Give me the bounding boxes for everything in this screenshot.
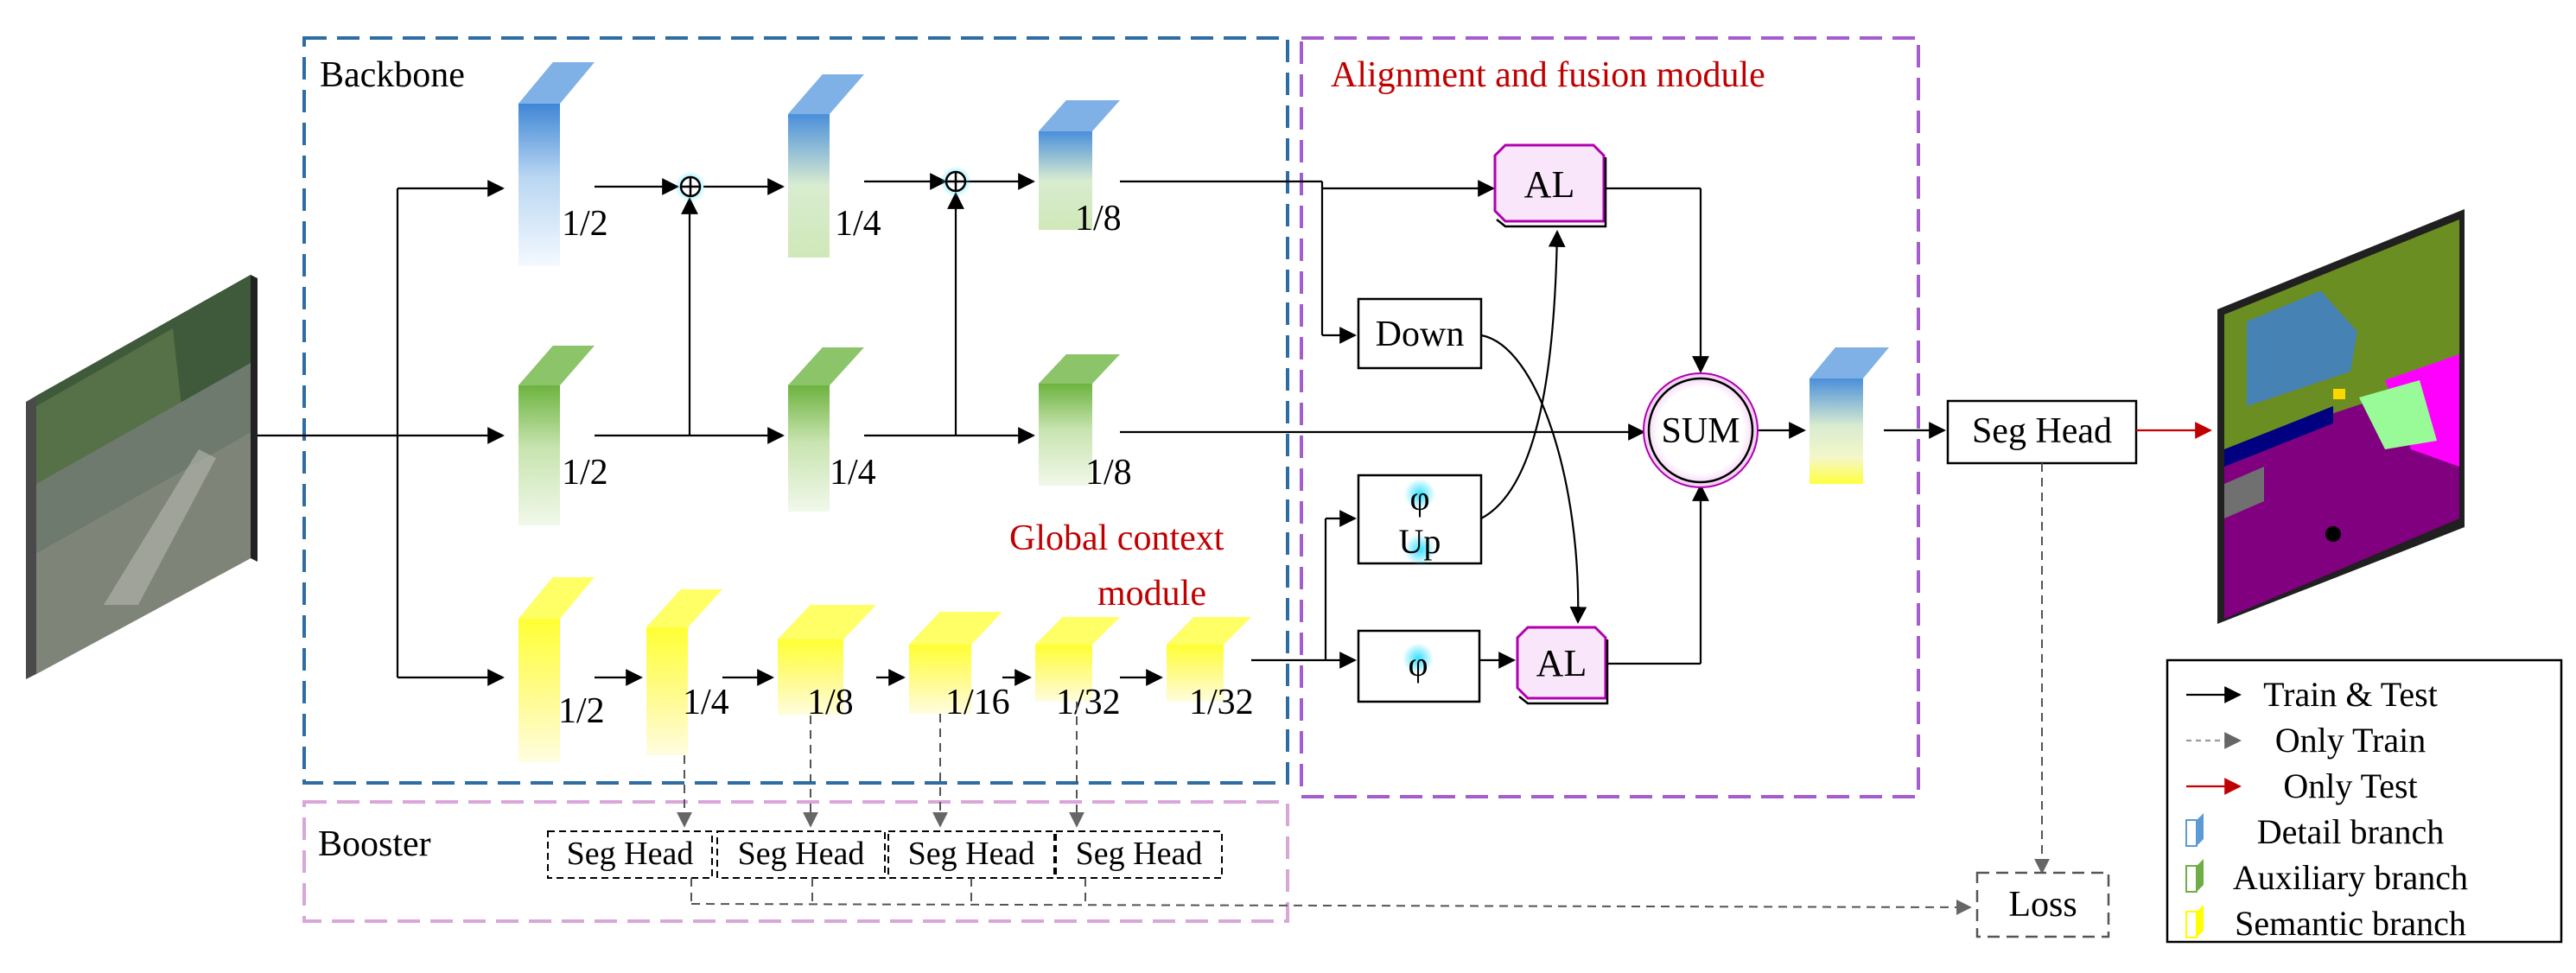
al-bottom-label: AL <box>1536 642 1587 684</box>
booster-head-1-label: Seg Head <box>567 836 694 872</box>
semantic-block-4 <box>909 612 1002 714</box>
global-context-title-1: Global context <box>1009 518 1224 558</box>
detail-branch: 1/2 1/4 1/8 <box>518 62 1122 266</box>
booster-head-1: Seg Head <box>547 830 713 879</box>
legend-swatch-icon <box>2185 813 2204 847</box>
phi-up-label: Up <box>1399 522 1441 561</box>
al-top-node: AL <box>1493 143 1607 228</box>
booster-wiring <box>677 463 2050 915</box>
phi-up-node: φ Up <box>1357 474 1483 565</box>
legend-label: Only Train <box>2275 721 2427 760</box>
down-node: Down <box>1357 297 1483 370</box>
main-seg-head: Seg Head <box>1946 399 2138 465</box>
detail-block-3 <box>1039 100 1120 230</box>
auxiliary-scale-3: 1/8 <box>1085 453 1132 493</box>
branch-wiring <box>595 173 1163 686</box>
semantic-scale-4: 1/16 <box>945 683 1010 722</box>
semantic-branch: 1/2 1/4 1/8 1/16 1/32 1/32 <box>518 577 1254 762</box>
input-wiring <box>258 180 505 686</box>
auxiliary-scale-2: 1/4 <box>830 453 876 493</box>
add-node-2 <box>940 166 971 197</box>
detail-block-2 <box>788 74 864 258</box>
sum-label: SUM <box>1661 411 1740 451</box>
output-segmentation-map <box>2217 209 2465 624</box>
backbone-region <box>302 36 1289 785</box>
semantic-scale-1: 1/2 <box>558 691 605 731</box>
legend-label: Detail branch <box>2257 812 2445 851</box>
legend-item: Train & Test <box>2186 675 2438 714</box>
legend-item: Auxiliary branch <box>2185 858 2468 897</box>
legend-item: Semantic branch <box>2185 904 2466 943</box>
backbone-title: Backbone <box>320 55 465 95</box>
semantic-block-5 <box>1035 617 1120 702</box>
legend-label: Train & Test <box>2263 675 2438 714</box>
semantic-scale-5: 1/32 <box>1056 683 1121 722</box>
legend-swatch-icon <box>2185 905 2204 938</box>
phi-label: φ <box>1408 645 1428 684</box>
detail-scale-3: 1/8 <box>1075 199 1122 238</box>
semantic-block-6 <box>1167 617 1251 702</box>
legend-box <box>2166 658 2563 944</box>
legend-label: Auxiliary branch <box>2233 858 2468 897</box>
semantic-block-2 <box>646 589 722 755</box>
alignment-title: Alignment and fusion module <box>1331 55 1765 95</box>
booster-title: Booster <box>318 824 431 864</box>
semantic-scale-6: 1/32 <box>1189 683 1254 722</box>
detail-block-1 <box>518 62 595 266</box>
down-label: Down <box>1376 315 1465 354</box>
booster-head-3-label: Seg Head <box>908 836 1035 872</box>
booster-head-2-label: Seg Head <box>738 836 865 872</box>
input-image <box>26 275 258 679</box>
global-context-title-2: module <box>1097 574 1206 614</box>
sum-node: SUM <box>1643 372 1759 488</box>
semantic-block-1 <box>518 577 595 762</box>
booster-head-3: Seg Head <box>887 830 1055 879</box>
booster-head-4-label: Seg Head <box>1076 836 1203 872</box>
detail-scale-2: 1/4 <box>835 204 881 244</box>
semantic-scale-2: 1/4 <box>683 683 729 722</box>
al-top-label: AL <box>1524 163 1575 206</box>
booster-head-2: Seg Head <box>716 830 886 879</box>
loss-label: Loss <box>2008 885 2077 925</box>
legend-label: Semantic branch <box>2235 904 2466 943</box>
fused-feature-block <box>1810 347 1889 484</box>
legend-item: Only Test <box>2186 766 2418 805</box>
booster-head-4: Seg Head <box>1055 830 1223 879</box>
auxiliary-block-3 <box>1039 354 1120 486</box>
semantic-block-3 <box>778 605 876 715</box>
al-bottom-node: AL <box>1516 626 1609 705</box>
loss-node: Loss <box>1975 871 2110 938</box>
main-seg-head-label: Seg Head <box>1972 411 2112 451</box>
phi-node: φ <box>1357 629 1481 703</box>
fusion-wiring <box>1120 180 1946 669</box>
booster-region <box>302 800 1289 923</box>
auxiliary-block-1 <box>518 346 595 525</box>
add-node-1 <box>675 171 706 202</box>
legend-swatch-icon <box>2185 859 2204 893</box>
alignment-region <box>1300 36 1920 798</box>
auxiliary-branch: 1/2 1/4 1/8 <box>518 346 1132 525</box>
legend-label: Only Test <box>2283 766 2417 805</box>
auxiliary-scale-1: 1/2 <box>562 453 608 493</box>
detail-scale-1: 1/2 <box>562 204 608 244</box>
auxiliary-block-2 <box>788 347 864 512</box>
booster-heads: Seg Head Seg Head Seg Head Seg Head <box>547 830 1223 879</box>
legend-item: Detail branch <box>2185 812 2445 851</box>
phi-up-symbol: φ <box>1409 479 1429 518</box>
legend-item: Only Train <box>2186 721 2426 760</box>
semantic-scale-3: 1/8 <box>807 683 854 722</box>
